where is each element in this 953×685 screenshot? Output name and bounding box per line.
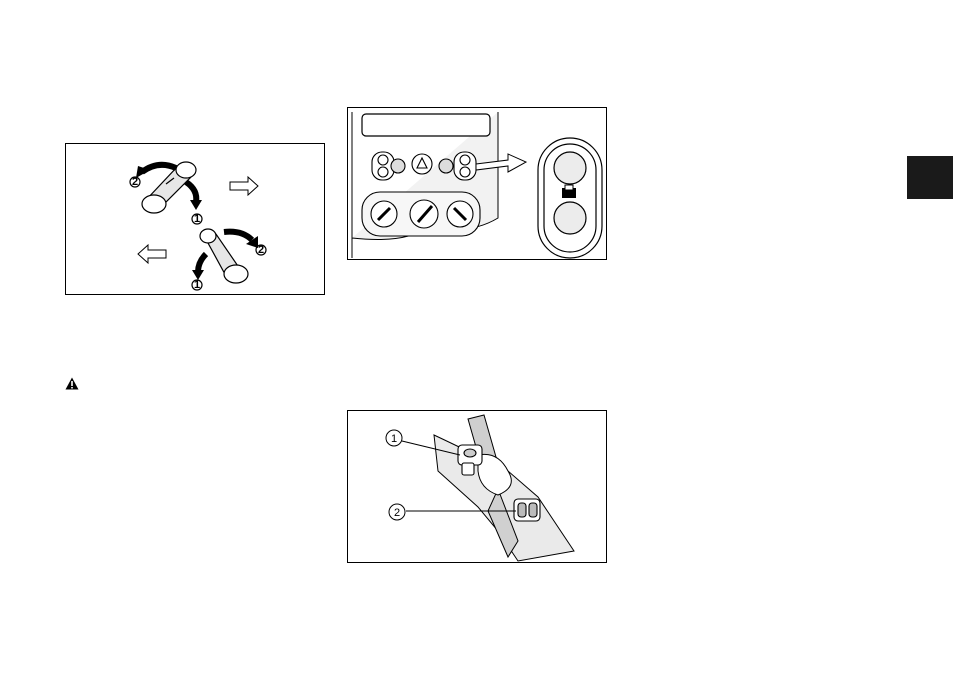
- dashboard-panel-figure: [347, 107, 607, 260]
- callout-1-upper: 1: [192, 213, 202, 225]
- svg-text:2: 2: [394, 507, 400, 519]
- warning-triangle-icon: [65, 377, 79, 390]
- callout-2: 2: [389, 504, 405, 520]
- window-crank-figure: 2 1 2 1: [65, 143, 325, 295]
- display-screen: [362, 114, 490, 136]
- console-switches-figure: 1 2: [347, 410, 607, 563]
- callout-1: 1: [386, 430, 402, 446]
- arrow-down-upper-icon: [186, 182, 196, 202]
- arrow-rotate-right-icon: [224, 232, 252, 240]
- svg-text:1: 1: [391, 433, 397, 445]
- section-tab: [907, 156, 953, 199]
- svg-text:1: 1: [194, 213, 200, 225]
- callout-2-lower: 2: [256, 244, 266, 256]
- open-arrow-right-icon: [230, 177, 258, 195]
- switch-row: [372, 152, 476, 180]
- arrow-down-lower-icon: [198, 254, 206, 272]
- svg-text:1: 1: [194, 279, 200, 291]
- open-arrow-left-icon: [138, 245, 166, 263]
- callout-2-upper: 2: [130, 176, 140, 188]
- svg-text:2: 2: [258, 244, 264, 256]
- callout-1-lower: 1: [192, 279, 202, 291]
- svg-text:2: 2: [132, 176, 138, 188]
- rear-window-switch[interactable]: [514, 499, 540, 521]
- climate-control-knobs: [362, 192, 480, 236]
